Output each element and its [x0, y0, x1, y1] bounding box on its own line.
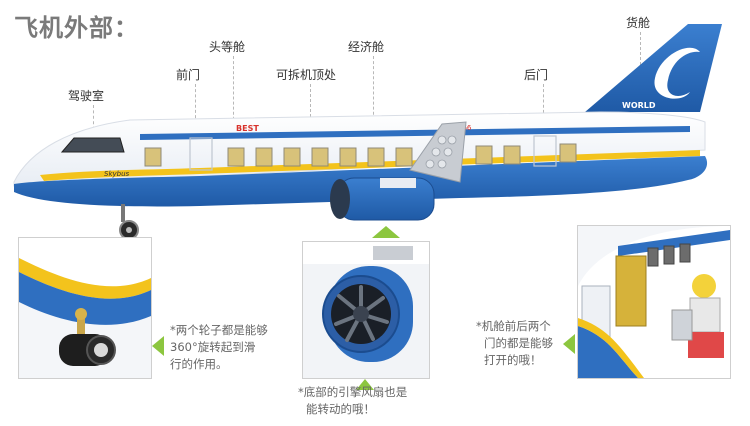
engine-detail-panel — [302, 241, 430, 379]
engine-pylon — [380, 178, 416, 188]
engine-note-arrow-icon — [356, 379, 374, 390]
doors-arrow-icon — [563, 334, 575, 354]
front-door — [189, 137, 213, 171]
wheels-note-line-2: 360°旋转起到滑 — [170, 340, 256, 354]
wheels-arrow-icon — [152, 336, 164, 356]
engine-intake — [330, 179, 350, 219]
wheels-detail-image — [19, 238, 151, 378]
wheels-note: *两个轮子都是能够 360°旋转起到滑 行的作用。 — [170, 322, 268, 373]
leader-first-class — [233, 56, 234, 140]
airplane-illustration: WORLD BEST 166 Skybus — [13, 24, 722, 240]
fuselage-stripe-top — [140, 126, 690, 140]
rear-door — [533, 135, 557, 167]
fuselage-brand: BEST — [236, 124, 259, 133]
fuselage-model: Skybus — [104, 170, 130, 178]
page-title: 飞机外部： — [14, 14, 139, 42]
cabin-windows — [144, 143, 577, 167]
engine-note-line-1: *底部的引擎风扇也是 — [298, 385, 408, 399]
leader-roof — [310, 84, 311, 122]
doors-detail-image — [578, 226, 730, 378]
leader-cargo — [640, 32, 641, 70]
doors-note-line-3: 打开的哦！ — [484, 353, 542, 367]
tail-logo — [654, 47, 700, 99]
cockpit-window — [60, 137, 125, 153]
doors-note-line-1: *机舱前后两个 — [476, 319, 551, 333]
leader-front-door — [195, 84, 196, 144]
engine-note-line-2: 能转动的哦！ — [306, 402, 375, 416]
doors-note-line-2: 门的都是能够 — [484, 336, 553, 350]
label-front-door: 前门 — [176, 68, 201, 82]
wheels-note-line-1: *两个轮子都是能够 — [170, 323, 268, 337]
label-removable-roof: 可拆机顶处 — [276, 68, 337, 82]
label-first-class: 头等舱 — [209, 40, 246, 54]
leader-cockpit — [93, 105, 94, 135]
label-cockpit: 驾驶室 — [68, 89, 105, 103]
wheels-detail-panel — [18, 237, 152, 379]
label-economy: 经济舱 — [348, 40, 385, 54]
engine-detail-image — [303, 242, 429, 378]
doors-detail-panel — [577, 225, 731, 379]
doors-note: *机舱前后两个 门的都是能够 打开的哦！ — [476, 318, 553, 369]
tail-text: WORLD — [622, 101, 656, 110]
leader-economy — [373, 56, 374, 140]
engine-note: *底部的引擎风扇也是 能转动的哦！ — [298, 384, 407, 418]
nose-gear-strut — [121, 204, 125, 222]
label-cargo-hold: 货舱 — [626, 16, 651, 30]
label-rear-door: 后门 — [524, 68, 549, 82]
tail-fin — [585, 24, 722, 112]
wheels-note-line-3: 行的作用。 — [170, 357, 228, 371]
engine-arrow-icon — [372, 226, 400, 238]
